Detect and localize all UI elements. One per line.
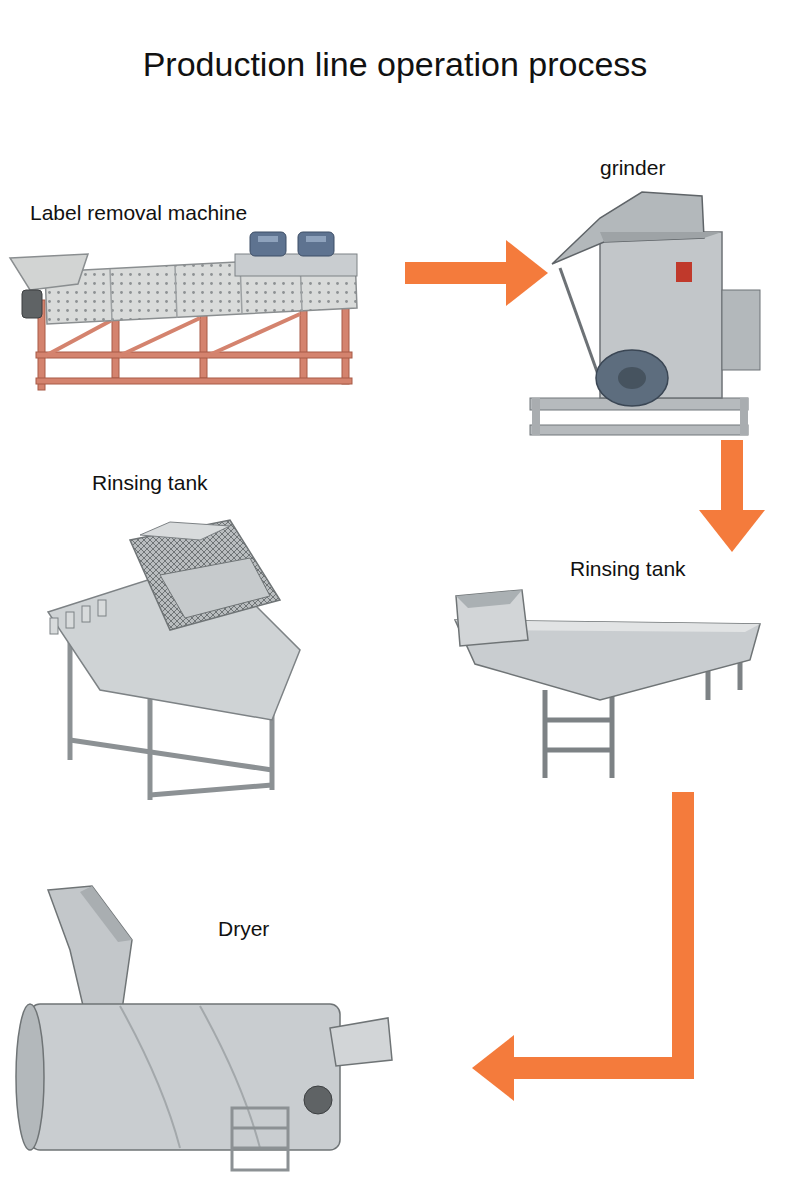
flow-arrow bbox=[699, 440, 765, 552]
illustration-part bbox=[456, 590, 528, 646]
illustration-part bbox=[258, 236, 278, 242]
illustration-part bbox=[232, 1127, 288, 1130]
machine-node: Rinsing tank bbox=[40, 465, 310, 805]
dryer-picture bbox=[16, 886, 392, 1170]
illustration-part bbox=[298, 232, 334, 256]
illustration-part bbox=[36, 352, 352, 358]
illustration-part bbox=[10, 254, 88, 290]
illustration-part bbox=[70, 740, 272, 770]
illustration-part bbox=[610, 690, 615, 778]
illustration-part bbox=[676, 262, 692, 282]
grinder-picture bbox=[530, 192, 760, 435]
arrow-shaft bbox=[405, 262, 506, 284]
machine-label: Rinsing tank bbox=[570, 556, 686, 581]
illustration-part bbox=[304, 1086, 332, 1114]
illustration-part bbox=[596, 350, 668, 406]
arrow-head bbox=[506, 240, 548, 306]
illustration-part bbox=[722, 290, 760, 370]
machine-node: grinder bbox=[548, 150, 778, 440]
illustration-part bbox=[740, 398, 748, 435]
illustration-part bbox=[532, 398, 540, 435]
machine-node: Dryer bbox=[10, 880, 472, 1172]
label-removal-machine-picture bbox=[10, 232, 357, 390]
illustration-part bbox=[330, 1018, 392, 1066]
illustration-part bbox=[545, 718, 612, 723]
illustration-part bbox=[552, 192, 704, 264]
illustration-part bbox=[140, 522, 230, 540]
machine-label: Rinsing tank bbox=[92, 470, 208, 495]
illustration-part bbox=[232, 1147, 288, 1150]
illustration-part bbox=[82, 606, 90, 622]
illustration-part bbox=[150, 785, 272, 795]
illustration-part bbox=[560, 268, 600, 380]
illustration-part bbox=[600, 232, 722, 242]
arrow-head bbox=[472, 1035, 514, 1101]
illustration-part bbox=[545, 748, 612, 753]
flow-arrow bbox=[405, 240, 548, 306]
rinsing-tank-left-picture bbox=[48, 520, 300, 800]
illustration-part bbox=[30, 1004, 340, 1150]
illustration-part bbox=[618, 367, 646, 389]
illustration-part bbox=[235, 254, 357, 276]
illustration-part bbox=[543, 690, 548, 778]
illustration-part bbox=[98, 600, 106, 616]
illustration-part bbox=[50, 618, 58, 634]
illustration-part bbox=[66, 612, 74, 628]
illustration-part bbox=[306, 236, 326, 242]
illustration-part bbox=[48, 886, 132, 1010]
illustration-part bbox=[250, 232, 286, 256]
machine-label: Label removal machine bbox=[30, 200, 247, 225]
illustration-part bbox=[50, 600, 106, 634]
arrow-shaft bbox=[514, 792, 683, 1068]
illustration-part bbox=[456, 590, 522, 608]
illustration-part bbox=[130, 520, 280, 630]
illustration-part bbox=[80, 886, 132, 942]
illustration-part bbox=[36, 378, 352, 384]
illustration-part bbox=[232, 1108, 288, 1170]
machine-label: grinder bbox=[600, 155, 665, 180]
illustration-part bbox=[160, 558, 270, 618]
arrow-head bbox=[699, 510, 765, 552]
illustration-part bbox=[22, 290, 42, 318]
illustration-part bbox=[16, 1004, 44, 1150]
rinsing-tank-right-picture bbox=[455, 590, 760, 778]
machine-label: Dryer bbox=[218, 916, 269, 941]
illustration-part bbox=[232, 1108, 288, 1170]
machine-node: Rinsing tank bbox=[445, 552, 765, 792]
illustration-part bbox=[530, 425, 748, 435]
diagram-title: Production line operation process bbox=[0, 44, 790, 84]
arrow-shaft bbox=[721, 440, 743, 510]
machine-node: Label removal machine bbox=[10, 195, 405, 395]
flow-arrow bbox=[472, 792, 683, 1101]
